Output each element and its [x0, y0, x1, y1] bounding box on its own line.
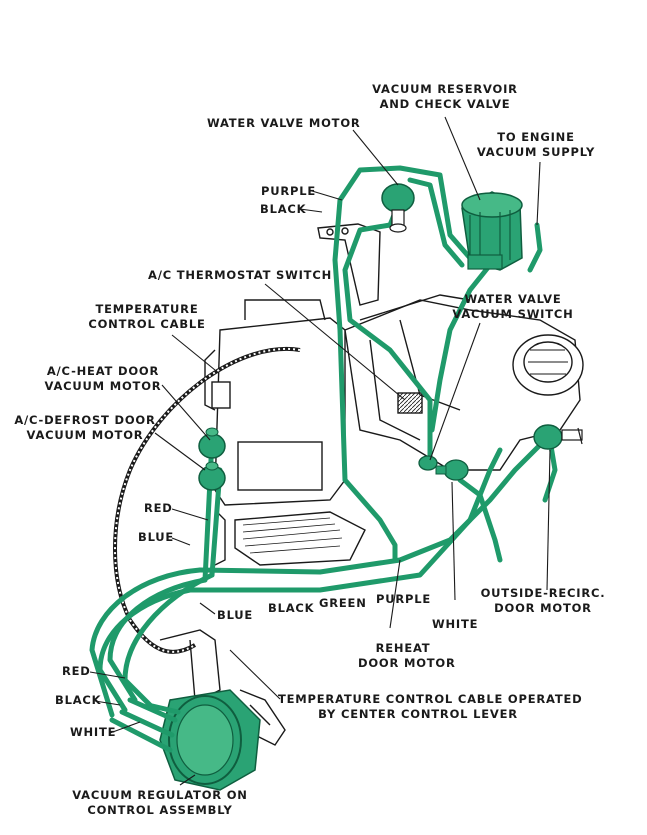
outside-recirc-door-motor — [533, 424, 583, 450]
reheat-door-motor — [435, 459, 469, 481]
temperature-cable-label: TEMPERATURE CONTROL CABLE — [82, 302, 212, 332]
ac-heat-door-vacuum-motor — [198, 427, 226, 459]
cable-operated-line2: BY CENTER CONTROL LEVER — [318, 707, 518, 721]
to-engine-label: TO ENGINE VACUUM SUPPLY — [476, 130, 596, 160]
purple-low-label: PURPLE — [376, 592, 432, 606]
red-mid-label: RED — [144, 501, 173, 515]
temperature-control-cable — [113, 346, 301, 654]
green-low-label: GREEN — [319, 596, 367, 610]
water-valve-switch-line2: VACUUM SWITCH — [452, 307, 574, 321]
outside-recirc-label: OUTSIDE-RECIRC. DOOR MOTOR — [478, 586, 608, 616]
vacuum-regulator-line1: VACUUM REGULATOR ON — [72, 788, 248, 802]
vacuum-reservoir-label: VACUUM RESERVOIR AND CHECK VALVE — [370, 82, 520, 112]
water-valve-switch-label: WATER VALVE VACUUM SWITCH — [448, 292, 578, 322]
ac-defrost-door-vacuum-motor — [198, 461, 226, 491]
black-left-label: BLACK — [55, 693, 102, 707]
vacuum-regulator-line2: CONTROL ASSEMBLY — [87, 803, 233, 817]
red-left-label: RED — [62, 664, 91, 678]
reheat-door-line1: REHEAT — [375, 641, 431, 655]
to-engine-line1: TO ENGINE — [497, 130, 575, 144]
temperature-cable-line1: TEMPERATURE — [95, 302, 199, 316]
water-valve-switch-line1: WATER VALVE — [464, 292, 562, 306]
white-low-label: WHITE — [432, 617, 479, 631]
blue-mid-label: BLUE — [138, 530, 175, 544]
vacuum-regulator — [109, 689, 261, 791]
ac-thermostat-label: A/C THERMOSTAT SWITCH — [148, 268, 332, 282]
reheat-door-line2: DOOR MOTOR — [358, 656, 456, 670]
cable-operated-label: TEMPERATURE CONTROL CABLE OPERATED BY CE… — [278, 692, 583, 722]
vacuum-hoses — [89, 165, 558, 718]
ac-defrost-door-line2: VACUUM MOTOR — [26, 428, 144, 442]
ac-heat-door-label: A/C-HEAT DOOR VACUUM MOTOR — [38, 364, 168, 394]
ac-heat-door-line1: A/C-HEAT DOOR — [46, 364, 160, 378]
ac-defrost-door-label: A/C-DEFROST DOOR VACUUM MOTOR — [10, 413, 160, 443]
water-valve-motor-label: WATER VALVE MOTOR — [207, 116, 361, 130]
vacuum-reservoir — [461, 191, 523, 271]
water-valve-motor — [381, 183, 415, 233]
vacuum-regulator-label: VACUUM REGULATOR ON CONTROL ASSEMBLY — [70, 788, 250, 818]
black-low-label: BLACK — [268, 601, 315, 615]
ac-heat-door-line2: VACUUM MOTOR — [44, 379, 162, 393]
vacuum-reservoir-line2: AND CHECK VALVE — [379, 97, 511, 111]
leader-lines — [89, 116, 551, 786]
blue-low-label: BLUE — [217, 608, 254, 622]
to-engine-line2: VACUUM SUPPLY — [476, 145, 596, 159]
outside-recirc-line1: OUTSIDE-RECIRC. — [480, 586, 606, 600]
ac-defrost-door-line1: A/C-DEFROST DOOR — [14, 413, 156, 427]
housing-outline — [159, 223, 584, 746]
outside-recirc-line2: DOOR MOTOR — [494, 601, 592, 615]
black-top-label: BLACK — [260, 202, 307, 216]
water-valve-vacuum-switch — [418, 455, 438, 471]
cable-operated-line1: TEMPERATURE CONTROL CABLE OPERATED — [278, 692, 583, 706]
vacuum-reservoir-line1: VACUUM RESERVOIR — [372, 82, 518, 96]
white-left-label: WHITE — [70, 725, 117, 739]
reheat-door-label: REHEAT DOOR MOTOR — [358, 641, 456, 671]
temperature-cable-line2: CONTROL CABLE — [88, 317, 206, 331]
purple-top-label: PURPLE — [261, 184, 317, 198]
